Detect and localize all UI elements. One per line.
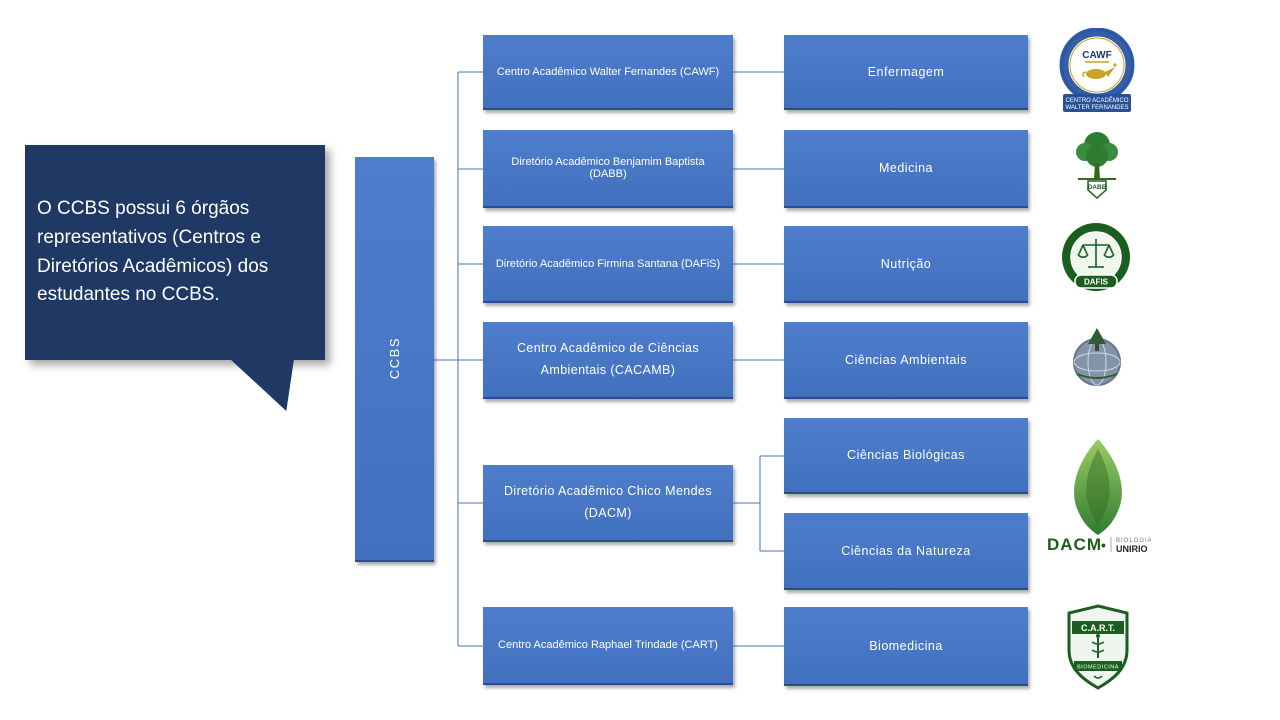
dafis-logo-icon: DAFIS bbox=[1062, 223, 1130, 291]
svg-text:WALTER FERNANDES: WALTER FERNANDES bbox=[1065, 105, 1128, 111]
dabb-logo-icon: DABB bbox=[1076, 132, 1118, 200]
org-node-label: Centro Acadêmico Raphael Trindade (CART) bbox=[498, 639, 718, 651]
cawf-logo-icon: CAWF CENTRO ACADÊMICO WALTER FERNANDES bbox=[1059, 28, 1135, 112]
org-node-label: Diretório Acadêmico Chico Mendes (DACM) bbox=[503, 484, 713, 520]
svg-text:DACM: DACM bbox=[1047, 535, 1102, 554]
svg-text:DAFIS: DAFIS bbox=[1084, 278, 1109, 287]
cart-logo-icon: C.A.R.T. BIOMEDICINA bbox=[1067, 604, 1129, 690]
org-node-label: Diretório Acadêmico Benjamim Baptista (D… bbox=[511, 156, 705, 180]
root-node-ccbs: CCBS bbox=[355, 157, 434, 562]
org-node-cawf: Centro Acadêmico Walter Fernandes (CAWF) bbox=[483, 35, 733, 110]
org-node-cacamb: Centro Acadêmico de Ciências Ambientais … bbox=[483, 322, 733, 399]
course-node-enfermagem: Enfermagem bbox=[784, 35, 1028, 110]
connector-root-spine bbox=[434, 71, 483, 647]
org-node-label: Diretório Acadêmico Firmina Santana (DAF… bbox=[495, 257, 721, 270]
svg-text:C.A.R.T.: C.A.R.T. bbox=[1081, 623, 1115, 633]
course-node-label: Nutrição bbox=[880, 256, 932, 271]
org-node-label: Centro Acadêmico de Ciências Ambientais … bbox=[516, 341, 700, 377]
course-node-ciencias-biologicas: Ciências Biológicas bbox=[784, 418, 1028, 494]
course-node-ciencias-ambientais: Ciências Ambientais bbox=[784, 322, 1028, 399]
svg-text:BIOLOGIA: BIOLOGIA bbox=[1116, 538, 1151, 544]
root-node-label: CCBS bbox=[387, 337, 402, 380]
svg-text:DABB: DABB bbox=[1088, 184, 1107, 191]
svg-text:UNIRIO: UNIRIO bbox=[1116, 544, 1148, 554]
course-node-label: Enfermagem bbox=[867, 64, 945, 79]
callout-bubble: O CCBS possui 6 órgãos representativos (… bbox=[25, 145, 325, 360]
connector-direct-links bbox=[733, 71, 784, 647]
connector-dacm-bracket bbox=[733, 455, 784, 552]
course-node-label: Ciências Biológicas bbox=[847, 448, 965, 462]
org-node-dafis: Diretório Acadêmico Firmina Santana (DAF… bbox=[483, 226, 733, 303]
org-node-dacm: Diretório Acadêmico Chico Mendes (DACM) bbox=[483, 465, 733, 542]
course-node-label: Ciências da Natureza bbox=[841, 543, 971, 558]
course-node-ciencias-da-natureza: Ciências da Natureza bbox=[784, 513, 1028, 590]
cacamb-logo-icon bbox=[1073, 328, 1121, 386]
course-node-medicina: Medicina bbox=[784, 130, 1028, 208]
svg-text:BIOMEDICINA: BIOMEDICINA bbox=[1077, 665, 1119, 671]
org-node-cart: Centro Acadêmico Raphael Trindade (CART) bbox=[483, 607, 733, 685]
course-node-nutricao: Nutrição bbox=[784, 226, 1028, 303]
svg-text:CENTRO ACADÊMICO: CENTRO ACADÊMICO bbox=[1065, 96, 1128, 104]
callout-text: O CCBS possui 6 órgãos representativos (… bbox=[37, 197, 269, 306]
course-node-label: Biomedicina bbox=[869, 638, 943, 653]
course-node-label: Medicina bbox=[878, 161, 934, 175]
course-node-label: Ciências Ambientais bbox=[844, 352, 968, 367]
org-node-dabb: Diretório Acadêmico Benjamim Baptista (D… bbox=[483, 130, 733, 208]
dacm-logo-icon: DACM • BIOLOGIA UNIRIO bbox=[1047, 439, 1151, 554]
course-node-biomedicina: Biomedicina bbox=[784, 607, 1028, 686]
svg-text:CAWF: CAWF bbox=[1082, 50, 1111, 61]
svg-text:•: • bbox=[1101, 537, 1106, 553]
org-node-label: Centro Acadêmico Walter Fernandes (CAWF) bbox=[496, 65, 720, 78]
